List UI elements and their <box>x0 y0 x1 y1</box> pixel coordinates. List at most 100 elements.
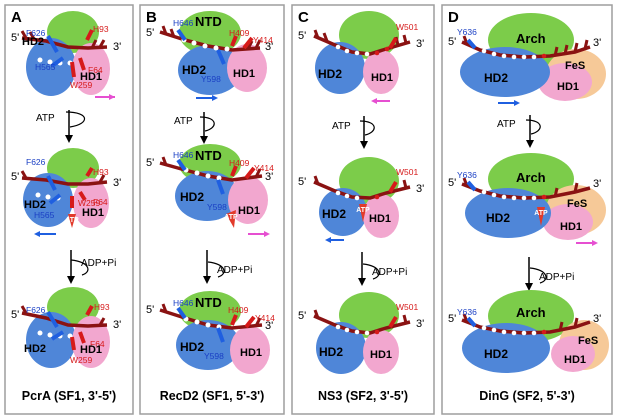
panel-d-state-3: Y636 Arch FeS HD2 HD1 5' 3' <box>448 290 609 373</box>
panel-d-dna-base <box>573 42 579 53</box>
panel-c-w501-sidechain <box>388 36 398 50</box>
panel-c-dna-base <box>402 314 408 324</box>
panel-b-3prime: 3' <box>265 320 273 332</box>
panel-d-dna-dot <box>511 195 517 201</box>
panel-a-state-1: F626 H565 H93 F64 W259 HD2 HD1 5' 3' <box>11 11 121 100</box>
panel-b-hd1-label: HD1 <box>238 205 260 217</box>
panel-d-3prime: 3' <box>593 313 601 325</box>
panel-d-y636-label: Y636 <box>457 307 477 317</box>
panel-b-hd2-domain <box>178 45 242 95</box>
panel-d-atp-arc <box>525 119 541 135</box>
panel-b-dna-base <box>161 25 168 35</box>
panel-c-hd1-label: HD1 <box>370 349 392 361</box>
panel-b-hd2-label: HD2 <box>182 63 206 77</box>
panel-b-atp-label: ATP <box>174 116 193 127</box>
panel-a-hd1-domain <box>72 43 110 95</box>
panel-a-dna-base <box>20 170 28 179</box>
panel-d-5prime: 5' <box>448 36 456 48</box>
panel-c-hd1-domain <box>363 50 399 94</box>
panel-b-dna-base <box>246 40 254 50</box>
panel-c-atp-marker-label: ATP <box>356 207 370 214</box>
panel-c-dna-dot <box>364 330 370 336</box>
panel-c-step-1-arrowhead <box>360 141 368 149</box>
panel-a-dna-base <box>20 305 28 314</box>
panel-a-hd1-label: HD1 <box>80 71 102 83</box>
panel-d-dna-base <box>583 39 589 50</box>
panel-d-hd1-domain <box>551 336 595 372</box>
panel-c-step-2-arrowhead <box>358 278 366 286</box>
panel-c-3prime: 3' <box>416 38 424 50</box>
panel-d-dna-base <box>558 321 564 332</box>
panel-b-ntd-label: NTD <box>195 295 222 310</box>
panel-a-hd2-movement-arrowhead <box>34 231 40 237</box>
panel-d-dna-dot <box>481 48 487 54</box>
panel-b-h409-sidechain <box>230 35 238 47</box>
panel-d-hd2-movement-arrowhead <box>514 100 520 106</box>
panel-a-adp-arc <box>70 259 89 276</box>
panel-d-letter: D <box>448 9 459 26</box>
panel-a-3prime: 3' <box>113 177 121 189</box>
panel-a-f626-label: F626 <box>26 305 46 315</box>
panel-d-dna-dot <box>511 330 517 336</box>
panel-b-y598-label: Y598 <box>204 351 224 361</box>
panel-a-h93-sidechain <box>85 29 94 41</box>
panel-a-atp-label: ATP <box>36 113 55 124</box>
panel-a-h565-sidechain <box>50 330 65 341</box>
panel-d-dna-dot <box>481 325 487 331</box>
panel-c-5prime: 5' <box>298 176 306 188</box>
panel-b-step-1-arrowhead <box>200 136 208 144</box>
panel-a-f626-sidechain <box>46 310 59 329</box>
panel-b-3prime: 3' <box>265 171 273 183</box>
panel-b-h409-label: H409 <box>229 158 250 168</box>
panel-a-f64-label: F64 <box>90 339 105 349</box>
panel-a-dna-base <box>98 39 106 48</box>
panel-b-hd2-domain <box>175 171 239 221</box>
panel-c-w501-sidechain <box>388 315 398 329</box>
panel-c-hd2-domain <box>319 188 367 236</box>
panel-d-state-2: ATP Y636 Arch FeS HD2 HD1 5' 3' <box>448 153 606 246</box>
panel-a-dna-base <box>28 31 36 40</box>
panel-a-dna-strand <box>21 36 108 50</box>
panel-a-w259-sidechain <box>70 336 76 351</box>
panel-d-atp-marker <box>537 207 545 226</box>
panel-c-hd2-domain <box>315 42 365 94</box>
panel-d-dna-dot <box>491 327 497 333</box>
panel-b-y414-sidechain <box>244 315 256 329</box>
panel-d-hd2-domain <box>460 47 550 97</box>
panel-a-5prime: 5' <box>11 309 19 321</box>
panel-d-dna-dot <box>511 54 517 60</box>
panel-b-ntd-label: NTD <box>195 148 222 163</box>
panel-d-fes-label: FeS <box>567 198 587 210</box>
panel-b-dna-base <box>161 156 168 166</box>
panel-b-y598-sidechain <box>216 327 225 343</box>
panel-c-hd1-label: HD1 <box>369 213 391 225</box>
panel-d-hd2-label: HD2 <box>484 71 508 85</box>
panel-d-dna-base <box>573 317 579 328</box>
panel-d-dna-dot <box>521 195 527 201</box>
panel-d-hd1-label: HD1 <box>560 221 582 233</box>
panel-c-dna-base <box>313 175 320 185</box>
panel-b-atp-arc <box>199 116 215 132</box>
panel-b-h646-label: H646 <box>173 18 194 28</box>
panel-a-hd1-label: HD1 <box>80 344 102 356</box>
panel-b-dna-base <box>161 303 168 313</box>
panel-d-dna-dot <box>521 330 527 336</box>
panel-b-dna-dot <box>213 45 219 51</box>
panel-a-f64-label: F64 <box>93 197 108 207</box>
panel-b-hd1-label: HD1 <box>240 347 262 359</box>
panel-b-dna-dot <box>191 40 197 46</box>
panel-b-5prime: 5' <box>146 27 154 39</box>
panel-c-3prime: 3' <box>416 318 424 330</box>
panel-a-h93-label: H93 <box>94 302 110 312</box>
panel-b-state-1: H646 H409 Y414 Y598 NTD HD2 HD1 5' 3' <box>146 11 273 101</box>
panel-d-hd2-label: HD2 <box>484 347 508 361</box>
panel-b-dna-dot <box>194 319 200 325</box>
panel-c-dna-dot <box>354 50 360 56</box>
panel-d-border <box>441 4 613 415</box>
panel-a-hd1-label: HD1 <box>82 207 104 219</box>
panel-b-3prime: 3' <box>265 41 273 53</box>
panel-d-y636-sidechain <box>466 316 477 328</box>
panel-d-hd1-domain <box>538 63 592 101</box>
panel-b-5prime: 5' <box>146 304 154 316</box>
panel-a-w259-label: W259 <box>70 355 92 365</box>
